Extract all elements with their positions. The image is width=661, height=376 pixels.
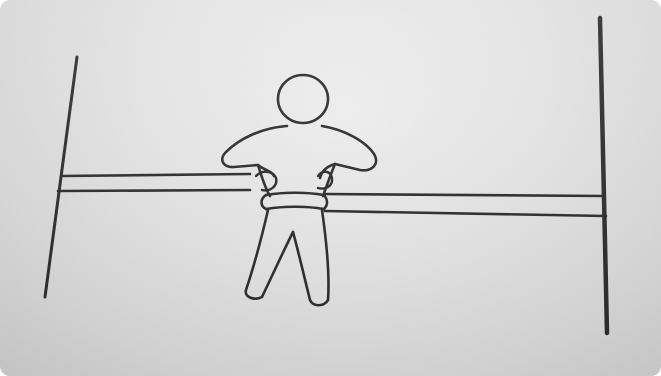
person-hands <box>256 172 332 191</box>
person-arms <box>222 126 376 196</box>
person-belt <box>262 193 328 209</box>
person-legs <box>246 210 329 305</box>
person-head <box>278 75 328 123</box>
right-post <box>600 18 607 333</box>
